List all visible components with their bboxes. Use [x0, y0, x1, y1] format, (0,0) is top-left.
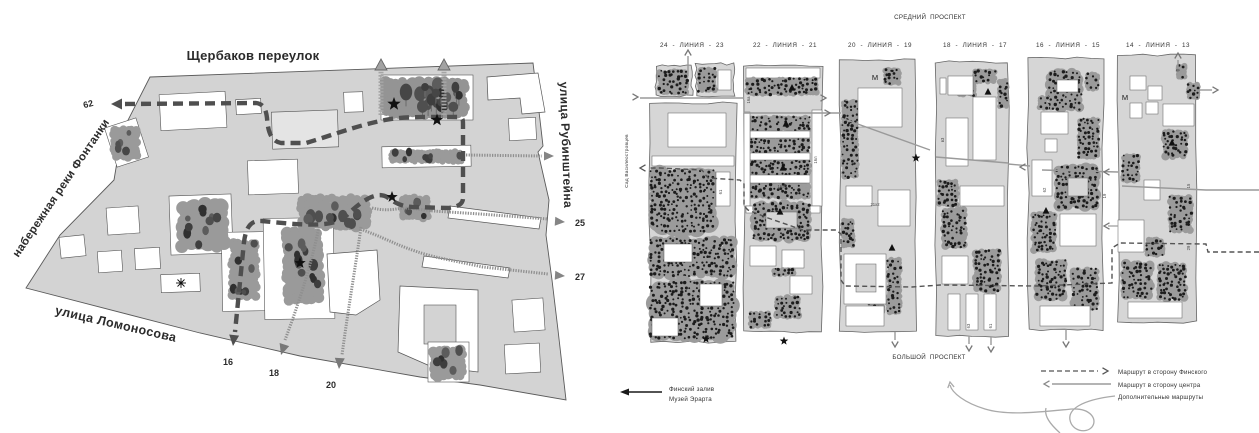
svg-text:улица Рубинштейна: улица Рубинштейна — [557, 81, 575, 208]
svg-text:18: 18 — [269, 368, 279, 378]
svg-text:Щербаков переулок: Щербаков переулок — [187, 48, 320, 63]
svg-text:16: 16 — [223, 357, 233, 367]
svg-text:27: 27 — [575, 272, 585, 282]
svg-text:62: 62 — [82, 98, 94, 110]
svg-text:25: 25 — [575, 218, 585, 228]
svg-text:20: 20 — [326, 380, 336, 390]
